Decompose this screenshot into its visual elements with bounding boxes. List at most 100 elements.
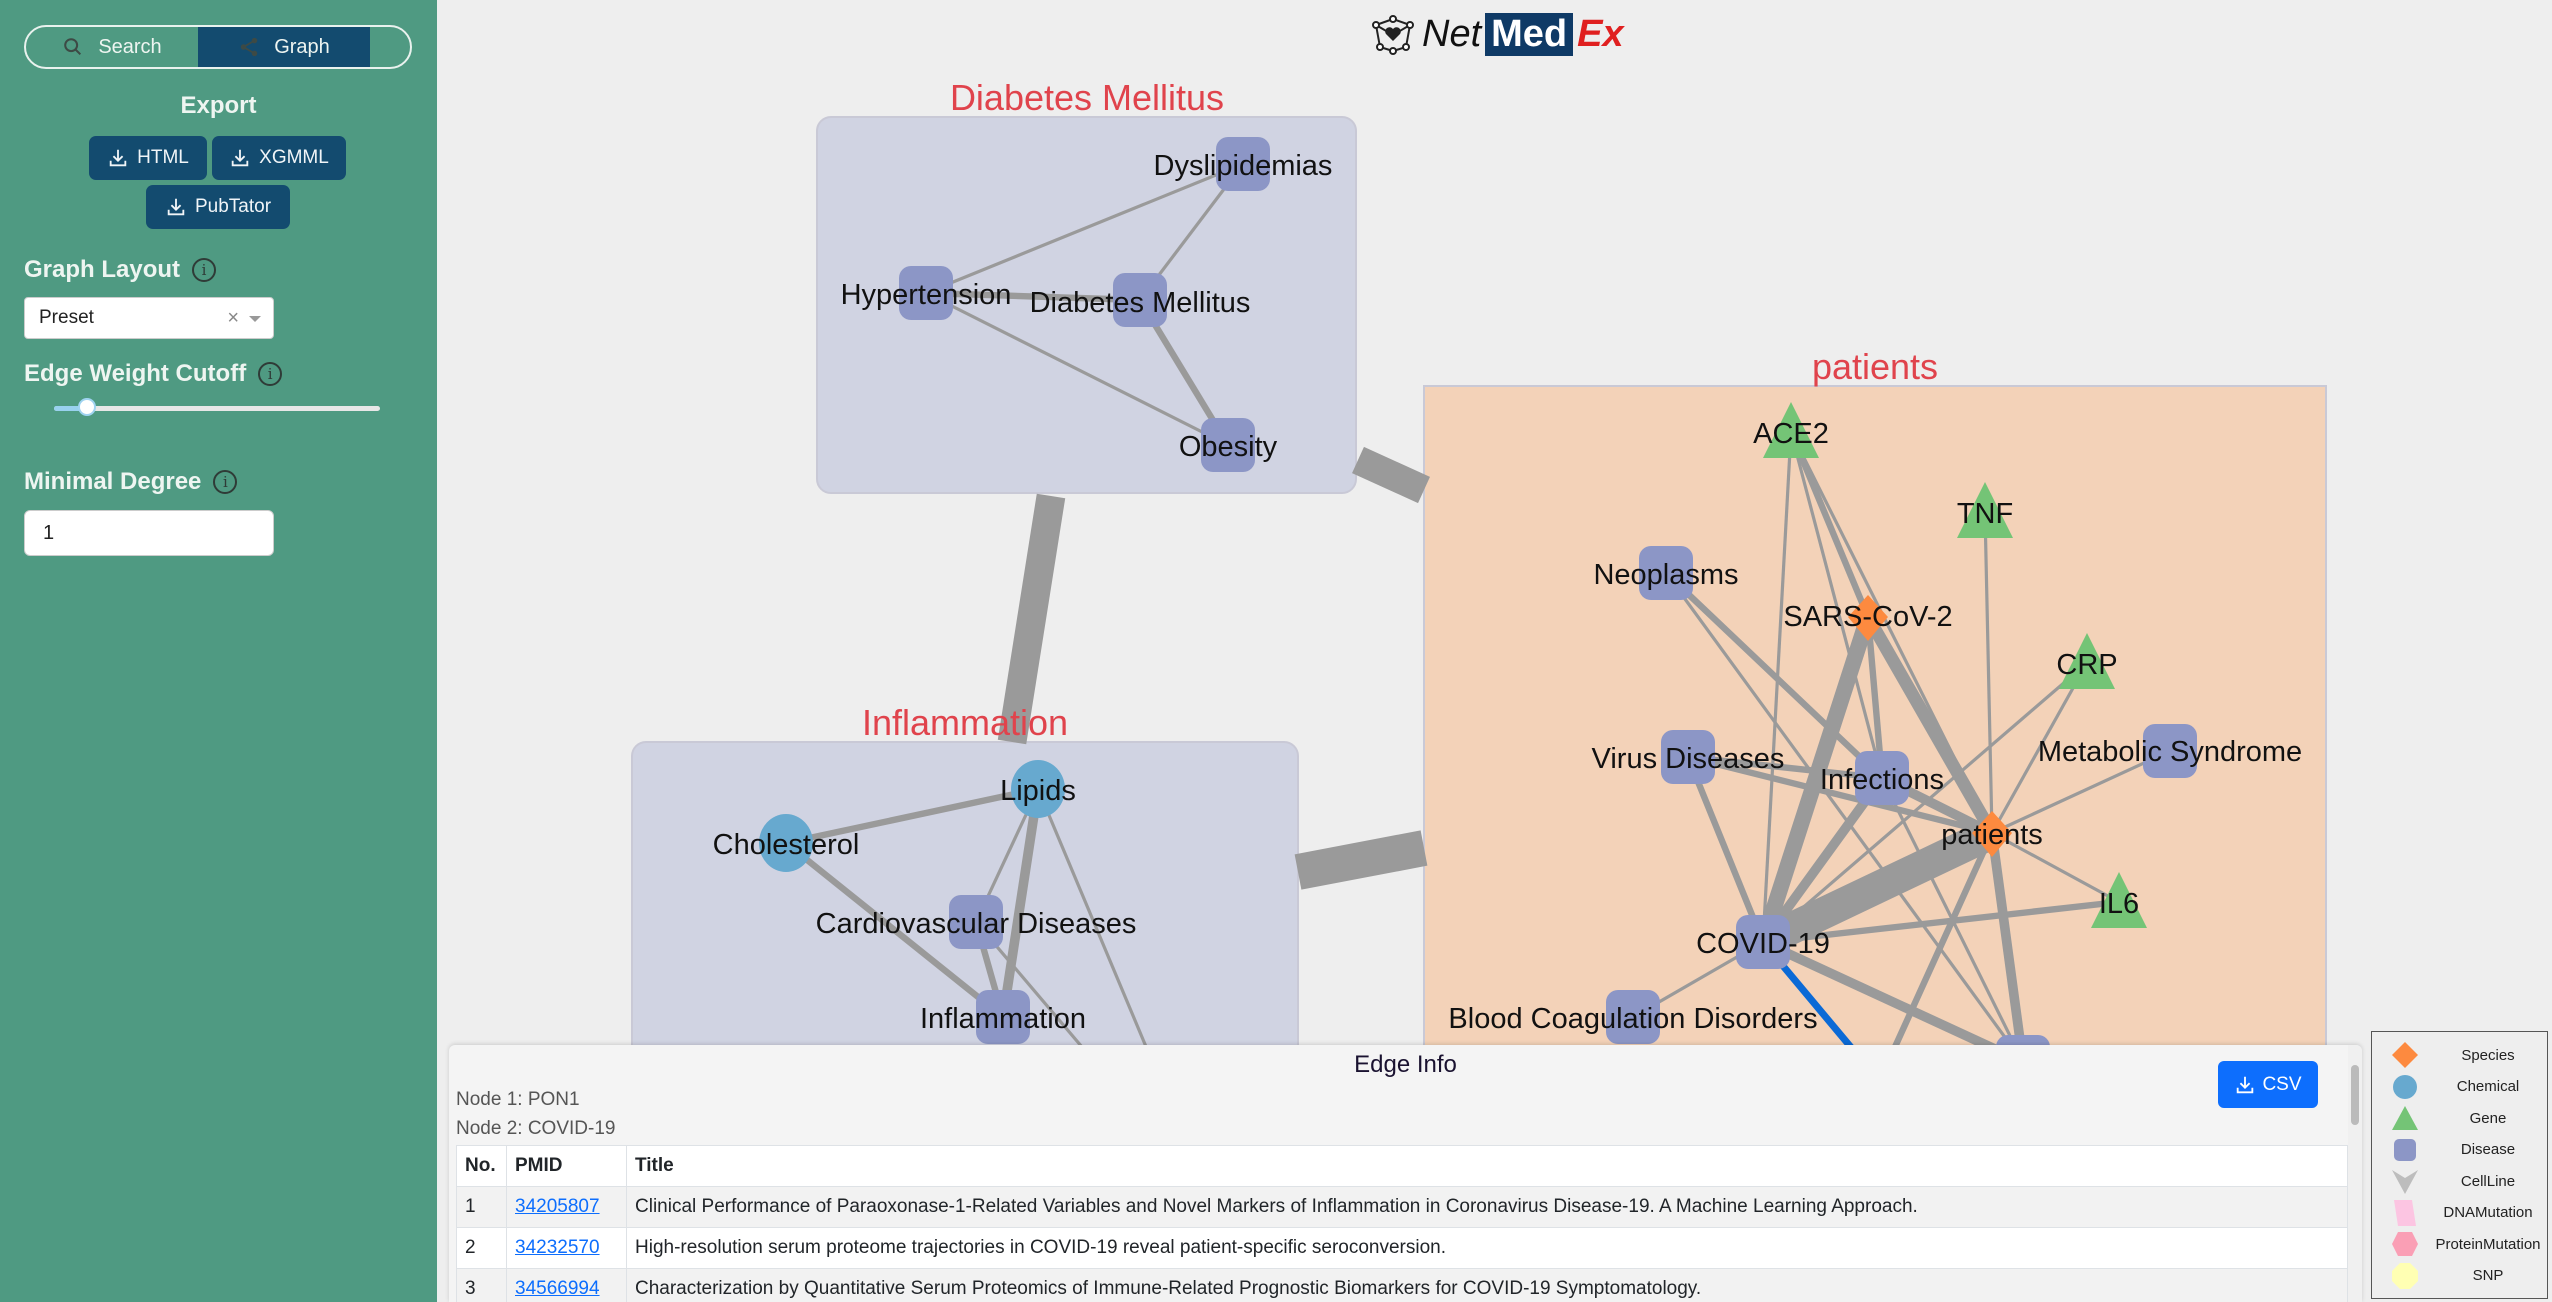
legend-label: SNP: [2472, 1267, 2504, 1284]
node-gene[interactable]: [2059, 633, 2115, 689]
graph-edge[interactable]: [1987, 832, 2028, 1063]
hexagon-icon: [2392, 1232, 2418, 1256]
legend-label: DNAMutation: [2443, 1204, 2533, 1221]
graph-edge[interactable]: [1762, 898, 2120, 946]
graph-edge[interactable]: [1862, 613, 1998, 837]
group-edge[interactable]: [997, 493, 1066, 745]
node-disease[interactable]: [1113, 273, 1167, 327]
chevron-down-icon[interactable]: [249, 316, 261, 322]
pmid-link[interactable]: 34205807: [515, 1196, 600, 1217]
group-title: patients: [1812, 346, 1938, 387]
graph-edge[interactable]: [1756, 818, 1999, 957]
node-disease[interactable]: [976, 990, 1030, 1044]
graph-edge[interactable]: [1755, 614, 1876, 945]
graph-svg[interactable]: Diabetes MellituspatientsInflammationDys…: [437, 0, 2552, 1302]
export-html-button[interactable]: HTML: [89, 136, 207, 180]
graph-edge[interactable]: [1759, 775, 1886, 945]
node-label: TNF: [1957, 498, 2013, 530]
graph-edge[interactable]: [1983, 511, 1994, 834]
scrollbar-thumb[interactable]: [2351, 1065, 2359, 1125]
node-chemical[interactable]: [759, 814, 813, 872]
pmid-link[interactable]: 34566994: [515, 1278, 600, 1299]
edge-weight-cutoff-label: Edge Weight Cutoff i: [24, 360, 283, 388]
node-disease[interactable]: [1639, 546, 1693, 600]
slider-track[interactable]: [54, 406, 380, 411]
node-gene[interactable]: [1763, 402, 1819, 458]
graph-edge[interactable]: [1788, 430, 1871, 619]
node-disease[interactable]: [1201, 418, 1255, 472]
node-disease[interactable]: [1216, 137, 1270, 191]
node-label: Inflammation: [920, 1003, 1086, 1035]
panel-scrollbar[interactable]: [2348, 1045, 2362, 1302]
export-xgmml-button[interactable]: XGMML: [212, 136, 346, 180]
group-edge[interactable]: [1294, 830, 1428, 890]
graph-edge[interactable]: [1687, 753, 1993, 837]
graph-edge[interactable]: [1877, 831, 1995, 1082]
tab-graph-label: Graph: [274, 35, 330, 58]
graph-edge[interactable]: [1990, 662, 2089, 834]
node-chemical[interactable]: [1011, 760, 1065, 818]
graph-edge[interactable]: [785, 785, 1039, 847]
graph-edge[interactable]: [1036, 788, 1162, 1081]
graph-edge[interactable]: [1991, 831, 2120, 904]
csv-download-button[interactable]: CSV: [2218, 1061, 2318, 1108]
legend-label: Chemical: [2456, 1078, 2520, 1095]
info-icon[interactable]: i: [213, 470, 238, 494]
graph-edge[interactable]: [1664, 572, 2025, 1063]
graph-edge[interactable]: [1663, 570, 1885, 781]
graph-layout-select[interactable]: Preset ×: [24, 297, 274, 339]
vee-icon: [2392, 1170, 2418, 1194]
pmid-link[interactable]: 34232570: [515, 1237, 600, 1258]
sidebar: Search Graph Export HTML XGMML PubTator …: [0, 0, 437, 1302]
node-disease[interactable]: [1606, 990, 1660, 1044]
graph-edge[interactable]: [1991, 749, 2171, 835]
legend-item-chemical: Chemical: [2372, 1072, 2549, 1102]
node-disease[interactable]: [949, 895, 1003, 949]
edge-weight-cutoff-slider[interactable]: [54, 398, 380, 416]
triangle-icon: [2392, 1106, 2418, 1130]
tab-graph[interactable]: Graph: [198, 27, 370, 67]
node-disease[interactable]: [1855, 751, 1909, 805]
graph-edge[interactable]: [1687, 753, 1883, 782]
info-icon[interactable]: i: [192, 258, 217, 282]
table-row: 1 34205807 Clinical Performance of Parao…: [456, 1186, 2348, 1228]
circle-icon: [2393, 1074, 2417, 1099]
node-disease[interactable]: [899, 266, 953, 320]
group-box-diabetes[interactable]: [816, 116, 1357, 494]
node-disease[interactable]: [1736, 915, 1790, 969]
graph-edge[interactable]: [783, 840, 1006, 1020]
graph-edge[interactable]: [1761, 431, 1793, 943]
node-label: SARS-CoV-2: [1783, 601, 1952, 633]
graph-edge[interactable]: [925, 291, 1229, 447]
graph-edge[interactable]: [1685, 755, 1766, 944]
graph-edge[interactable]: [925, 289, 1141, 304]
graph-edge[interactable]: [1760, 937, 2026, 1067]
legend-label: ProteinMutation: [2435, 1235, 2541, 1253]
download-icon: [167, 198, 185, 216]
row-title: Characterization by Quantitative Serum P…: [626, 1268, 2348, 1302]
node-species[interactable]: [1848, 595, 1888, 641]
info-icon[interactable]: i: [258, 362, 283, 386]
node-gene[interactable]: [1957, 482, 2013, 538]
node-disease[interactable]: [1661, 730, 1715, 784]
legend-item-species: Species: [2372, 1040, 2549, 1070]
minimal-degree-input[interactable]: [24, 510, 274, 556]
graph-edge[interactable]: [1789, 431, 1884, 779]
slider-thumb[interactable]: [77, 398, 96, 416]
export-pubtator-button[interactable]: PubTator: [146, 185, 290, 229]
node-disease[interactable]: [2143, 724, 2197, 778]
search-icon: [64, 38, 82, 56]
group-edge[interactable]: [1352, 446, 1430, 504]
node-label: Dyslipidemias: [1154, 150, 1333, 182]
row-no: 1: [456, 1186, 507, 1228]
edge-node1: Node 1: PON1: [456, 1089, 580, 1110]
tab-search[interactable]: Search: [26, 27, 198, 67]
graph-edge[interactable]: [925, 162, 1244, 295]
node-species[interactable]: [1972, 811, 2012, 857]
node-label: Obesity: [1179, 431, 1278, 463]
graph-edge[interactable]: [998, 788, 1043, 1018]
node-gene[interactable]: [2091, 872, 2147, 928]
clear-icon[interactable]: ×: [227, 306, 239, 329]
